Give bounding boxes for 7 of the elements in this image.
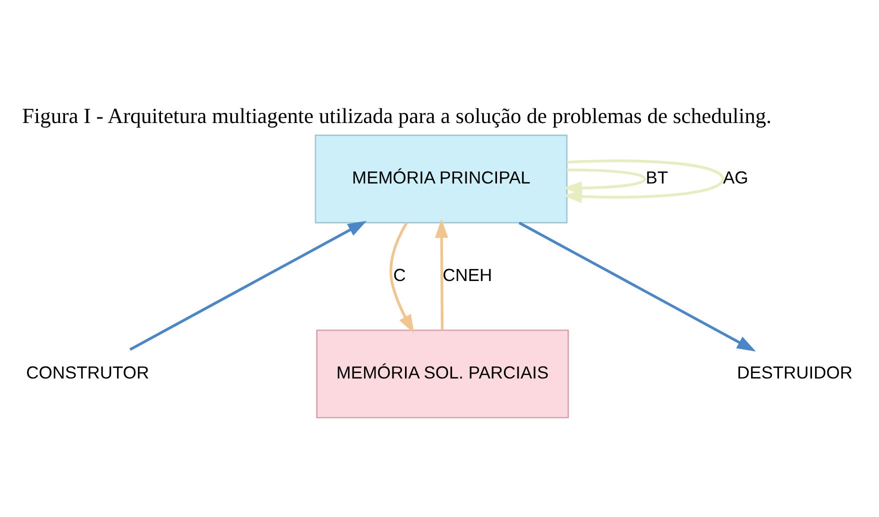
edge-label: C — [393, 264, 406, 285]
diagram-title: Figura I - Arquitetura multiagente utilizada para a solução de problemas de scheduling. — [22, 103, 772, 128]
node-text: CONSTRUTOR — [26, 362, 150, 382]
edge-label: AG — [722, 167, 748, 188]
edge-label: BT — [646, 167, 668, 188]
edge-label: CNEH — [442, 264, 492, 285]
node-text: DESTRUIDOR — [736, 362, 852, 382]
